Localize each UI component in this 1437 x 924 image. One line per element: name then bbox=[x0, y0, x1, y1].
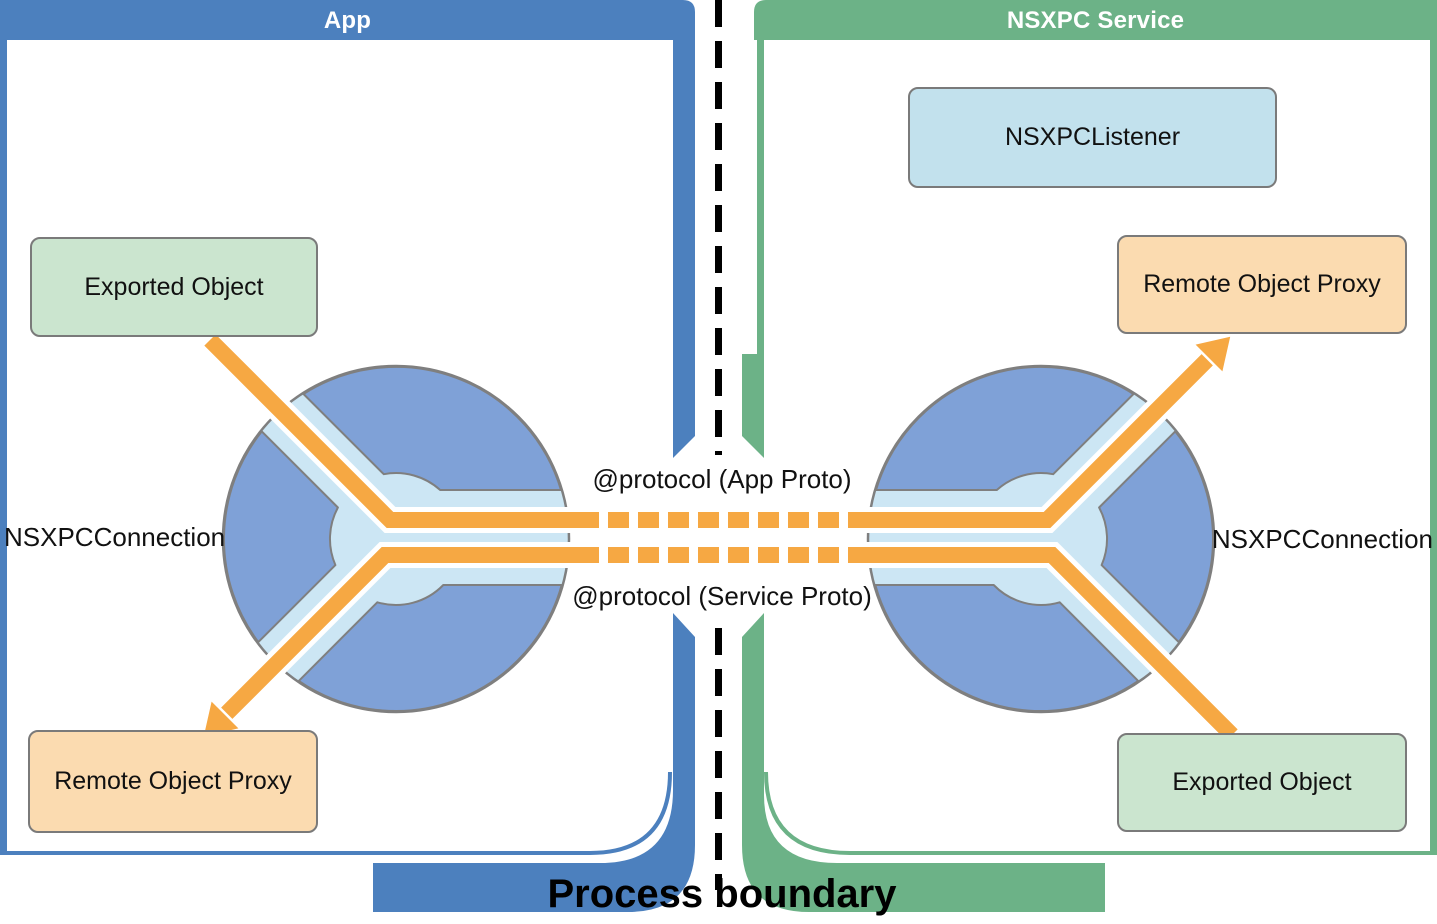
service-panel-title: NSXPC Service bbox=[1006, 7, 1185, 34]
node-app-remote-object-proxy: Remote Object Proxy bbox=[28, 730, 318, 833]
app-nsxpcconnection-label: NSXPCConnection bbox=[4, 522, 226, 552]
service-nsxpcconnection-label: NSXPCConnection bbox=[1211, 524, 1433, 554]
message-paths bbox=[200, 330, 1242, 745]
node-nsxpclistener-label: NSXPCListener bbox=[1004, 123, 1181, 151]
node-app-exported-object: Exported Object bbox=[30, 237, 318, 337]
service-protocol-label: @protocol (Service Proto) bbox=[572, 581, 872, 611]
node-service-remote-object-proxy: Remote Object Proxy bbox=[1117, 235, 1407, 334]
node-nsxpclistener: NSXPCListener bbox=[908, 87, 1277, 188]
service-panel-border bbox=[742, 0, 1437, 912]
app-panel-border bbox=[0, 0, 695, 912]
node-service-remote-object-proxy-label: Remote Object Proxy bbox=[1143, 270, 1381, 298]
node-service-exported-object: Exported Object bbox=[1117, 733, 1407, 832]
process-boundary-label: Process boundary bbox=[547, 872, 897, 916]
app-panel-title: App bbox=[323, 7, 372, 34]
node-app-remote-object-proxy-label: Remote Object Proxy bbox=[54, 767, 292, 795]
path-app-exported-to-service bbox=[204, 334, 578, 528]
node-app-exported-object-label: Exported Object bbox=[84, 272, 264, 301]
path-service-exported-to-app bbox=[858, 547, 1238, 741]
arrowhead-to-service-proxy bbox=[1190, 333, 1234, 377]
node-service-exported-object-label: Exported Object bbox=[1172, 768, 1352, 796]
app-protocol-label: @protocol (App Proto) bbox=[592, 464, 852, 494]
